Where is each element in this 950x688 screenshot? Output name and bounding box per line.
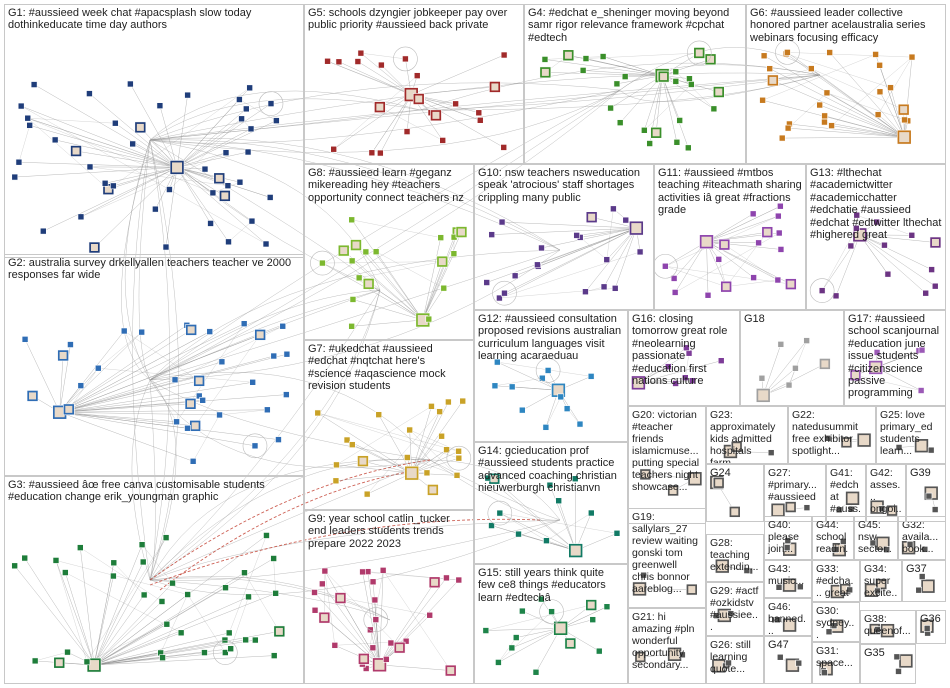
group-panel-g35: G35 [860, 644, 916, 684]
group-label-g31: G31: space... [816, 645, 856, 669]
group-panel-g12: G12: #aussieed consultation proposed rev… [474, 310, 628, 442]
group-panel-g11: G11: #aussieed #mtbos teaching #iteachma… [654, 164, 806, 310]
group-panel-g41: G41: #edchat #auss... [826, 464, 866, 522]
group-label-g16: G16: closing tomorrow great role #neolea… [632, 313, 736, 387]
group-panel-g38: G38: queenof... [860, 610, 916, 644]
group-panel-g9: G9: year school catlin_tucker end leader… [304, 510, 474, 684]
group-panel-g27: G27: #primary... #aussieed [764, 464, 826, 522]
group-panel-g13: G13: #lthechat #academictwitter #academi… [806, 164, 946, 310]
group-label-g4: G4: #edchat e_sheninger moving beyond sa… [528, 7, 742, 44]
group-label-g42: G42: asses... ongoi... [870, 467, 902, 522]
group-label-g33: G33: #edcha... great [816, 563, 856, 599]
group-label-g17: G17: #aussieed school scanjournal #educa… [848, 313, 942, 400]
group-panel-g32: G32: availa... book... [898, 516, 946, 560]
group-label-g43: G43: music... [768, 563, 808, 587]
group-label-g35: G35 [864, 647, 912, 659]
group-panel-g34: G34: super excite... [860, 560, 902, 602]
group-panel-g25: G25: love primary_ed students learn... [876, 406, 946, 464]
group-panel-g21: G21: hi amazing #pln wonderful opportuni… [628, 608, 706, 684]
group-panel-g4: G4: #edchat e_sheninger moving beyond sa… [524, 4, 746, 164]
group-panel-g22: G22: natedusummit free exhibitor spotlig… [788, 406, 876, 464]
group-panel-g10: G10: nsw teachers nsweducation speak 'at… [474, 164, 654, 310]
group-label-g8: G8: #aussieed learn #geganz mikereading … [308, 167, 470, 204]
group-panel-g29: G29: #actf #ozkidstv #aussiee... [706, 582, 764, 636]
group-panel-g14: G14: gcieducation prof #aussieed student… [474, 442, 628, 564]
group-label-g38: G38: queenof... [864, 613, 912, 637]
group-panel-g15: G15: still years think quite few ce8 thi… [474, 564, 628, 684]
group-panel-g30: G30: sydney... [812, 602, 860, 642]
group-label-g5: G5: schools dzyngier jobkeeper pay over … [308, 7, 520, 32]
group-label-g39: G39 [910, 467, 942, 479]
group-label-g30: G30: sydney... [816, 605, 856, 641]
group-panel-g24: G24 [706, 464, 764, 522]
group-panel-g6: G6: #aussieed leader collective honored … [746, 4, 946, 164]
group-label-g41: G41: #edchat #auss... [830, 467, 862, 522]
group-panel-g40: G40: please join... [764, 516, 812, 560]
group-label-g24: G24 [710, 467, 760, 479]
group-label-g27: G27: #primary... #aussieed [768, 467, 822, 503]
group-panel-g17: G17: #aussieed school scanjournal #educa… [844, 310, 946, 406]
group-panel-g20: G20: victorian #teacher friends islamicm… [628, 406, 706, 524]
group-label-g26: G26: still learning quote... [710, 639, 760, 675]
group-label-g1: G1: #aussieed week chat #apacsplash slow… [8, 7, 300, 32]
group-label-g40: G40: please join... [768, 519, 808, 555]
group-panel-g36: G36 [916, 610, 946, 644]
group-panel-g1: G1: #aussieed week chat #apacsplash slow… [4, 4, 304, 258]
group-panel-g5: G5: schools dzyngier jobkeeper pay over … [304, 4, 524, 164]
group-label-g14: G14: gcieducation prof #aussieed student… [478, 445, 624, 495]
group-panel-g42: G42: asses... ongoi... [866, 464, 906, 522]
group-label-g23: G23: approximately kids admitted hospita… [710, 409, 784, 464]
group-label-g45: G45: nsw sector... [858, 519, 894, 560]
group-panel-g26: G26: still learning quote... [706, 636, 764, 684]
group-panel-g39: G39 [906, 464, 946, 522]
group-panel-g2: G2: australia survey drkellyallen teache… [4, 254, 304, 476]
group-panel-g45: G45: nsw sector... [854, 516, 898, 560]
group-panel-g8: G8: #aussieed learn #geganz mikereading … [304, 164, 474, 340]
group-label-g47: G47 [768, 639, 808, 651]
group-label-g20: G20: victorian #teacher friends islamicm… [632, 409, 702, 493]
group-label-g2: G2: australia survey drkellyallen teache… [8, 257, 300, 282]
group-label-g13: G13: #lthechat #academictwitter #academi… [810, 167, 942, 241]
group-label-g15: G15: still years think quite few ce8 thi… [478, 567, 624, 604]
group-panel-g3: G3: #aussieed âœ free canva customisable… [4, 476, 304, 684]
group-panel-g18: G18 [740, 310, 844, 406]
group-label-g46: G46: banned... [768, 601, 808, 636]
group-panel-g31: G31: space... [812, 642, 860, 684]
group-label-g32: G32: availa... book... [902, 519, 942, 555]
group-label-g18: G18 [744, 313, 840, 325]
group-panel-g47: G47 [764, 636, 812, 684]
group-label-g29: G29: #actf #ozkidstv #aussiee... [710, 585, 760, 633]
group-panel-g23: G23: approximately kids admitted hospita… [706, 406, 788, 464]
group-panel-g46: G46: banned... [764, 598, 812, 636]
group-label-g6: G6: #aussieed leader collective honored … [750, 7, 942, 44]
group-panel-g37: G37 [902, 560, 946, 602]
group-label-g37: G37 [906, 563, 942, 575]
group-label-g7: G7: #ukedchat #aussieed #edchat #nqtchat… [308, 343, 470, 393]
group-label-g10: G10: nsw teachers nsweducation speak 'at… [478, 167, 650, 204]
group-label-g12: G12: #aussieed consultation proposed rev… [478, 313, 624, 363]
group-label-g11: G11: #aussieed #mtbos teaching #iteachma… [658, 167, 802, 217]
group-panel-g44: G44: school readin... [812, 516, 854, 560]
group-label-g9: G9: year school catlin_tucker end leader… [308, 513, 470, 550]
group-label-g28: G28: teaching extendin... [710, 537, 760, 573]
group-panel-g43: G43: music... [764, 560, 812, 598]
group-panel-g7: G7: #ukedchat #aussieed #edchat #nqtchat… [304, 340, 474, 510]
group-label-g44: G44: school readin... [816, 519, 850, 560]
group-label-g34: G34: super excite... [864, 563, 898, 602]
group-panel-g33: G33: #edcha... great [812, 560, 860, 602]
group-panel-g28: G28: teaching extendin... [706, 534, 764, 582]
group-label-g3: G3: #aussieed âœ free canva customisable… [8, 479, 300, 504]
group-label-g25: G25: love primary_ed students learn... [880, 409, 942, 457]
group-label-g21: G21: hi amazing #pln wonderful opportuni… [632, 611, 702, 671]
group-panel-g16: G16: closing tomorrow great role #neolea… [628, 310, 740, 406]
group-label-g36: G36 [920, 613, 942, 625]
group-label-g22: G22: natedusummit free exhibitor spotlig… [792, 409, 872, 457]
